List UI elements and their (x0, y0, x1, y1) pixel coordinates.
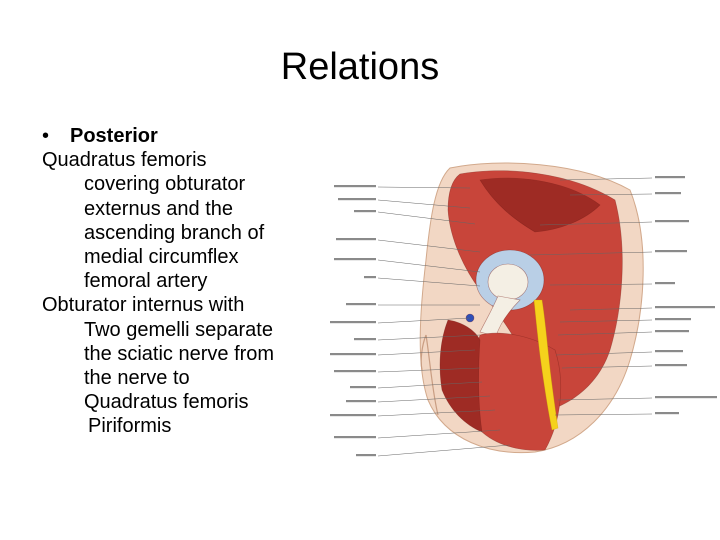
text-line: the sciatic nerve from (84, 342, 275, 365)
text-line: Two gemelli separate (84, 318, 273, 341)
text-line: Quadratus femoris (42, 149, 207, 172)
text-line: ascending branch of (84, 221, 265, 244)
text-line: medial circumflex (84, 246, 239, 269)
text-line: femoral artery (84, 270, 208, 293)
bullet-icon: • (42, 125, 50, 147)
heading-posterior: Posterior (70, 125, 158, 147)
femoral-head (487, 263, 529, 301)
left-annotations (330, 185, 376, 457)
sciatic-nerve (533, 299, 559, 431)
gluteus-medius (479, 177, 601, 233)
slide-body: • Posterior Quadratus femoris covering ob… (42, 124, 322, 439)
slide-title: Relations (280, 46, 440, 88)
hip-dissection-drawing (330, 162, 717, 457)
text-line: Piriformis (88, 415, 172, 438)
right-annotations (655, 176, 717, 415)
text-line: externus and the (84, 197, 233, 220)
right-leader-lines (529, 177, 653, 416)
anatomy-illustration (330, 160, 720, 460)
text-line: Quadratus femoris (84, 391, 249, 414)
text-line: covering obturator (84, 173, 246, 196)
text-line: Obturator internus with (42, 294, 245, 317)
text-line: the nerve to (84, 367, 190, 390)
left-leader-lines (377, 186, 511, 457)
bullet-heading: • Posterior (42, 124, 322, 148)
adductor-muscles (439, 319, 483, 433)
